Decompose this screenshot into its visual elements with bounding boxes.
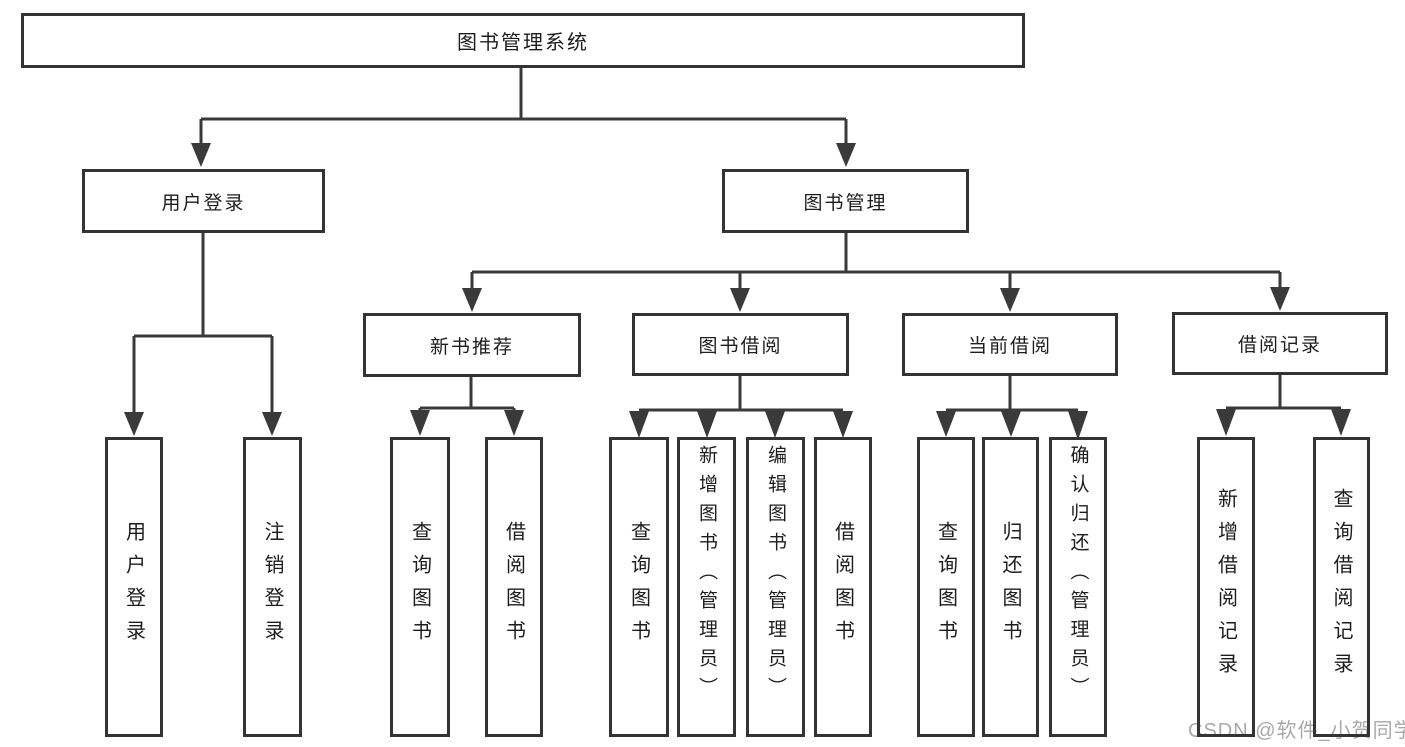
leaf-logout: 注销登录 [243,437,302,737]
leaf-query-books-borrowing: 查询图书 [609,437,669,737]
leaf-borrow-books-borrowing: 借阅图书 [814,437,872,737]
leaf-add-books-admin: 新增图书（管理员） [677,437,736,737]
node-borrowing-records: 借阅记录 [1172,312,1388,375]
node-book-borrowing: 图书借阅 [632,313,849,376]
leaf-return-books: 归还图书 [982,437,1039,737]
leaf-query-books-current: 查询图书 [917,437,975,737]
node-library-management-system: 图书管理系统 [21,13,1025,68]
node-current-borrowing: 当前借阅 [902,313,1118,376]
leaf-user-login: 用户登录 [105,437,163,737]
leaf-borrow-books-recommend: 借阅图书 [485,437,543,737]
node-book-management: 图书管理 [722,169,969,233]
arrowheads [124,143,1351,440]
leaf-confirm-return-admin: 确认归还（管理员） [1049,437,1107,737]
node-new-book-recommend: 新书推荐 [363,313,581,377]
node-user-login: 用户登录 [82,169,325,233]
leaf-query-borrow-record: 查询借阅记录 [1313,437,1370,737]
leaf-query-books-recommend: 查询图书 [390,437,450,737]
leaf-edit-books-admin: 编辑图书（管理员） [746,437,805,737]
leaf-add-borrow-record: 新增借阅记录 [1197,437,1255,737]
